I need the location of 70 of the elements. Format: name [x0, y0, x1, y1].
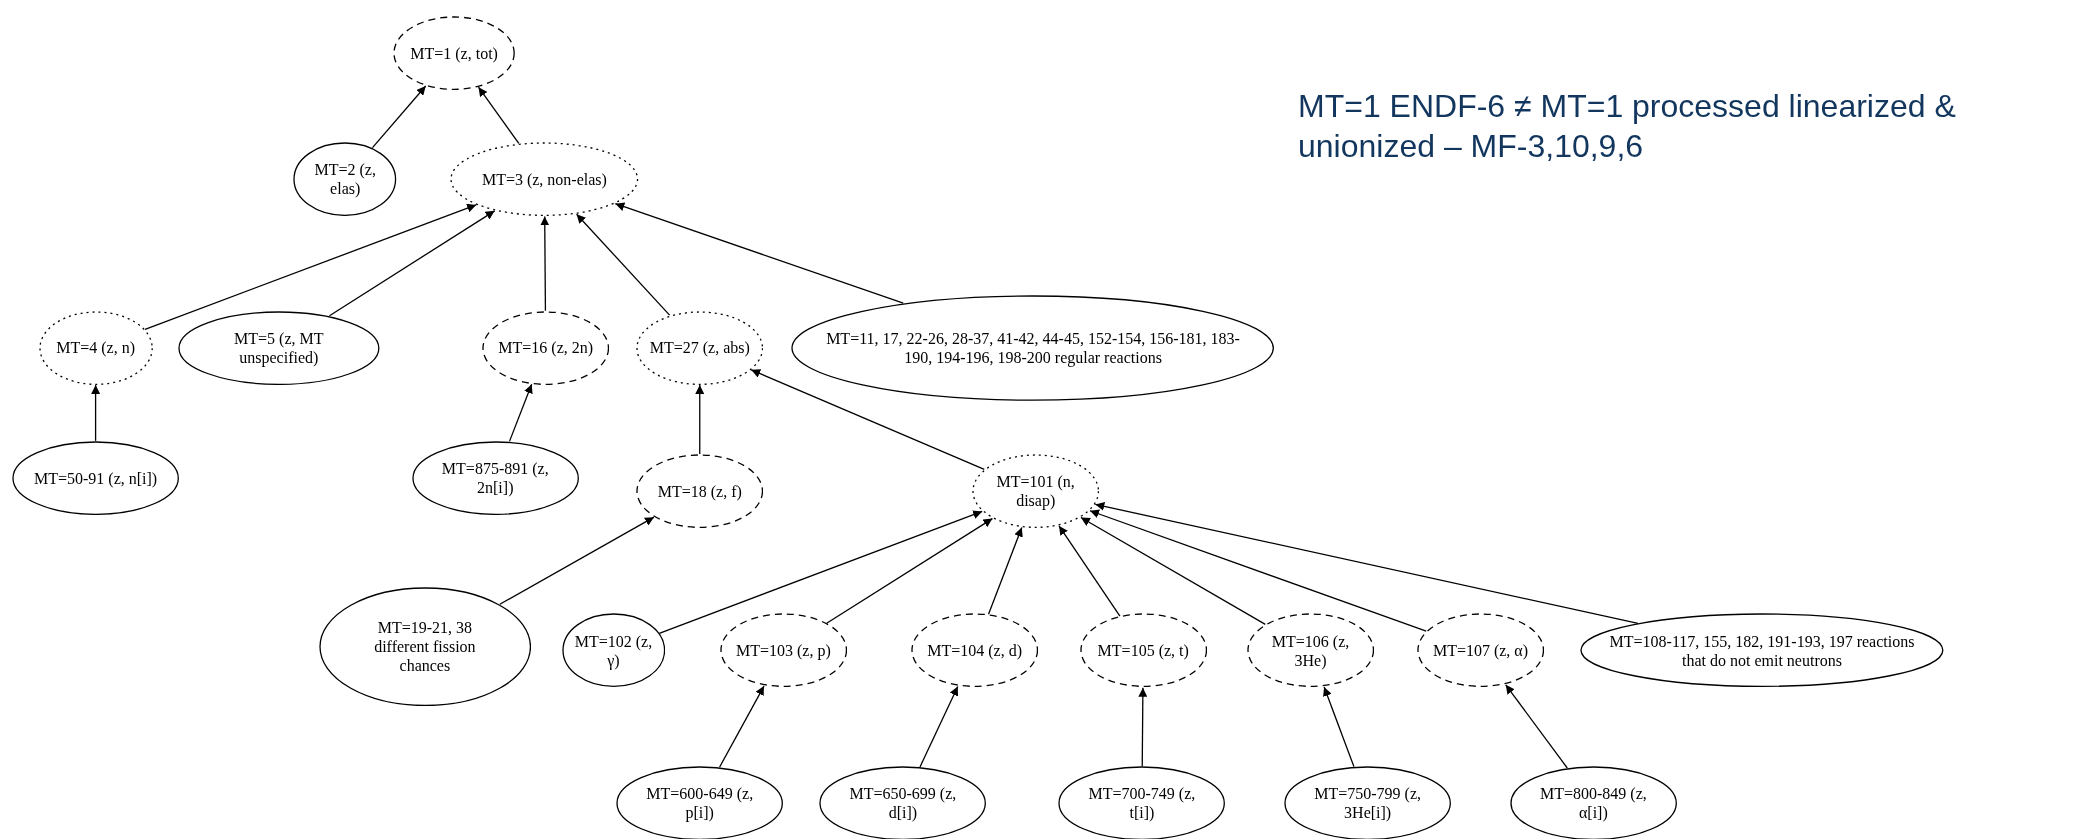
arrow — [1138, 687, 1148, 767]
arrow — [614, 202, 904, 304]
arrow — [575, 213, 671, 316]
dashed-ellipse-node — [910, 613, 1039, 688]
arrow — [919, 685, 959, 768]
node-label: MT=104 (z, d) — [927, 641, 1022, 661]
node-label: MT=27 (z, abs) — [649, 338, 750, 358]
node-label: MT=16 (z, 2n) — [498, 338, 594, 358]
dotted-ellipse-node — [636, 310, 764, 386]
node-label: MT=600-649 (z, p[i]) — [645, 784, 755, 823]
arrow — [987, 526, 1023, 615]
node-label: MT=50-91 (z, n[i]) — [33, 468, 158, 488]
node-label: MT=11, 17, 22-26, 28-37, 41-42, 44-45, 152-154, 156-181, 183-190, 194-196, 198-200 regular reactions — [825, 328, 1241, 367]
node-label: MT=107 (z, α) — [1432, 641, 1529, 661]
ellipse-node — [177, 310, 380, 386]
dashed-ellipse-node — [1079, 613, 1207, 688]
node-label: MT=108-117, 155, 182, 191-193, 197 reactions that do not emit neutrons — [1608, 631, 1916, 670]
arrow — [328, 210, 496, 317]
arrow — [695, 384, 705, 455]
arrow — [1323, 686, 1355, 768]
node-label: MT=105 (z, t) — [1097, 641, 1189, 661]
arrow — [1505, 684, 1568, 769]
arrow — [1089, 509, 1427, 632]
node-label: MT=875-891 (z, 2n[i]) — [440, 459, 550, 497]
dashed-ellipse-node — [482, 310, 610, 386]
dashed-ellipse-node — [1246, 613, 1375, 688]
dashed-ellipse-node — [1416, 613, 1545, 688]
arrow — [477, 86, 520, 145]
arrow — [1094, 501, 1639, 625]
dotted-ellipse-node — [971, 454, 1100, 529]
node-label: MT=2 (z, elas) — [313, 160, 377, 199]
node-label: MT=1 (z, tot) — [410, 43, 498, 63]
ellipse-node — [1580, 613, 1944, 688]
node-label: MT=750-799 (z, 3He[i]) — [1313, 784, 1422, 823]
arrow — [540, 215, 550, 312]
arrow — [1058, 525, 1121, 617]
node-label: MT=19-21, 38 different fission chances — [373, 618, 477, 676]
arrow — [826, 517, 994, 624]
node-label: MT=5 (z, MT unspecified) — [233, 328, 325, 367]
ellipse-node — [411, 440, 579, 516]
node-label: MT=650-699 (z, d[i]) — [848, 784, 958, 823]
dotted-ellipse-node — [450, 142, 639, 217]
ellipse-node — [11, 440, 180, 516]
node-label: MT=4 (z, n) — [56, 338, 135, 358]
ellipse-node — [293, 142, 397, 217]
arrow — [371, 85, 427, 149]
arrow — [750, 369, 985, 470]
node-label: MT=700-749 (z, t[i]) — [1087, 784, 1197, 823]
arrow — [718, 685, 765, 768]
dotted-ellipse-node — [38, 310, 153, 386]
ellipse-node — [791, 294, 1275, 401]
arrow — [1080, 516, 1266, 626]
arrow — [658, 510, 983, 634]
node-label: MT=101 (n, disap) — [995, 472, 1076, 511]
node-label: MT=103 (z, p) — [736, 641, 831, 661]
node-label: MT=800-849 (z, α[i]) — [1538, 784, 1648, 823]
dashed-ellipse-node — [719, 613, 848, 688]
arrow — [499, 516, 655, 605]
dashed-ellipse-node — [393, 15, 516, 91]
arrow — [91, 384, 101, 442]
node-label: MT=3 (z, non-elas) — [481, 169, 607, 189]
ellipse-node — [318, 586, 532, 707]
arrow — [144, 203, 477, 330]
note-text: MT=1 ENDF-6 ≠ MT=1 processed linearized & unionized – MF-3,10,9,6 — [1298, 87, 1957, 166]
node-label: MT=106 (z, 3He) — [1270, 631, 1351, 670]
node-label: MT=18 (z, f) — [657, 481, 742, 501]
ellipse-node — [561, 613, 666, 688]
node-label: MT=102 (z, γ) — [573, 631, 654, 670]
arrow — [508, 383, 533, 442]
dashed-ellipse-node — [636, 454, 764, 529]
